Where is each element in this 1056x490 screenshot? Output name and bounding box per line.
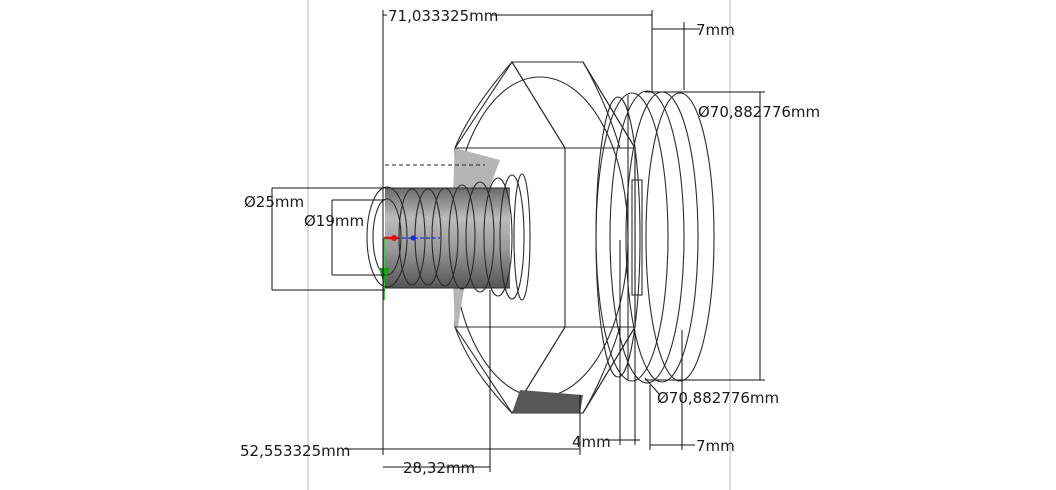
flange-width-top-label: 7mm — [696, 21, 735, 39]
flange-diameter-top-label: Ø70,882776mm — [698, 103, 820, 121]
tube-outer-diameter-label: Ø25mm — [244, 193, 304, 211]
dimension-labels: 71,033325mm 7mm Ø70,882776mm Ø25mm Ø19mm… — [240, 5, 820, 477]
flange-discs — [595, 90, 715, 384]
hex-collar — [631, 179, 643, 296]
dimension-lines — [271, 10, 765, 472]
gap-width-label: 4mm — [572, 433, 611, 451]
tube-inner-diameter-label: Ø19mm — [304, 212, 364, 230]
hex-to-end-length-label: 52,553325mm — [240, 442, 350, 460]
flange-diameter-bottom-label: Ø70,882776mm — [657, 389, 779, 407]
overall-length-label: 71,033325mm — [388, 7, 498, 25]
barb-length-label: 28,32mm — [403, 459, 475, 477]
flange-width-bottom-label: 7mm — [696, 437, 735, 455]
origin-marker-icon — [391, 235, 397, 241]
